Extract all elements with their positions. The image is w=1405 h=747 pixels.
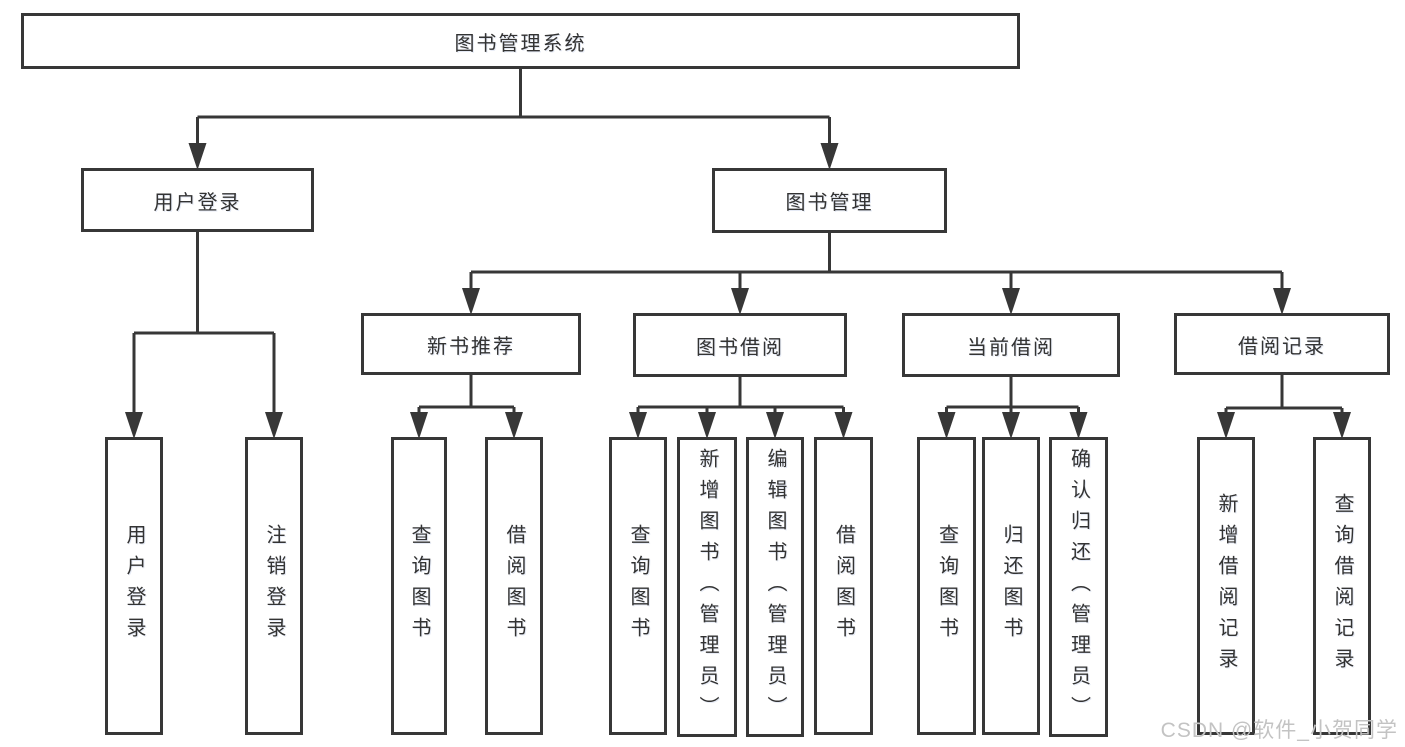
node-label-bw-edit: 编辑图书（管理员） (764, 447, 786, 727)
node-records: 借阅记录 (1174, 313, 1390, 375)
node-mgmt: 图书管理 (712, 168, 947, 233)
node-label-cu-confirm: 确认归还（管理员） (1067, 447, 1090, 727)
node-newbook: 新书推荐 (361, 313, 581, 375)
node-label-mgmt: 图书管理 (785, 192, 874, 214)
arrowhead-icon (629, 412, 647, 439)
node-label-cu-return: 归还图书 (1000, 524, 1022, 648)
edge-newbook (417, 374, 516, 432)
node-label-bw-query: 查询图书 (627, 524, 649, 648)
node-label-login: 用户登录 (153, 191, 242, 214)
arrowhead-icon (462, 288, 480, 315)
arrowhead-icon (125, 412, 143, 439)
node-v-logout: 注销登录 (245, 437, 303, 735)
arrowhead-icon (698, 412, 716, 439)
arrowhead-icon (1069, 412, 1088, 439)
node-label-cu-query: 查询图书 (935, 524, 958, 648)
arrowhead-icon (1002, 412, 1020, 439)
node-label-v-user-login: 用户登录 (123, 524, 145, 648)
edge-root (196, 68, 831, 163)
arrowhead-icon (265, 412, 283, 439)
node-login: 用户登录 (81, 168, 314, 232)
node-root: 图书管理系统 (21, 13, 1020, 69)
node-bw-add: 新增图书（管理员） (677, 437, 737, 737)
arrowhead-icon (731, 288, 749, 315)
node-rc-add: 新增借阅记录 (1197, 437, 1255, 735)
node-label-v-logout: 注销登录 (263, 524, 285, 648)
node-cu-confirm: 确认归还（管理员） (1049, 437, 1108, 737)
edge-login (132, 231, 276, 432)
arrowhead-icon (1333, 412, 1351, 439)
edge-records (1224, 374, 1344, 432)
node-bw-borrow: 借阅图书 (814, 437, 873, 735)
node-label-current: 当前借阅 (967, 336, 1055, 359)
node-label-nb-query: 查询图书 (408, 524, 430, 648)
arrowhead-icon (766, 412, 784, 439)
arrowhead-icon (505, 412, 523, 439)
node-nb-borrow: 借阅图书 (485, 437, 543, 735)
node-bw-edit: 编辑图书（管理员） (746, 437, 804, 737)
arrowhead-icon (188, 143, 207, 170)
node-v-user-login: 用户登录 (105, 437, 163, 735)
node-label-nb-borrow: 借阅图书 (503, 524, 525, 648)
node-label-root: 图书管理系统 (454, 32, 587, 55)
node-label-bw-add: 新增图书（管理员） (696, 447, 718, 727)
arrowhead-icon (1273, 288, 1291, 315)
node-borrow: 图书借阅 (633, 313, 847, 377)
node-label-records: 借阅记录 (1238, 335, 1326, 358)
arrowhead-icon (1217, 412, 1235, 439)
node-nb-query: 查询图书 (391, 437, 447, 735)
node-label-borrow: 图书借阅 (696, 336, 784, 359)
node-label-bw-borrow: 借阅图书 (832, 524, 855, 648)
node-cu-return: 归还图书 (982, 437, 1040, 735)
node-cu-query: 查询图书 (917, 437, 976, 735)
arrowhead-icon (820, 143, 839, 170)
node-label-newbook: 新书推荐 (427, 335, 515, 358)
arrowhead-icon (1002, 288, 1020, 315)
node-label-rc-query: 查询借阅记录 (1331, 493, 1353, 679)
node-label-rc-add: 新增借阅记录 (1215, 493, 1237, 679)
arrowhead-icon (834, 412, 853, 439)
node-current: 当前借阅 (902, 313, 1120, 377)
arrowhead-icon (410, 412, 428, 439)
node-rc-query: 查询借阅记录 (1313, 437, 1371, 735)
watermark-text: CSDN @软件_小贺同学 (1160, 719, 1398, 742)
node-bw-query: 查询图书 (609, 437, 667, 735)
arrowhead-icon (937, 412, 956, 439)
